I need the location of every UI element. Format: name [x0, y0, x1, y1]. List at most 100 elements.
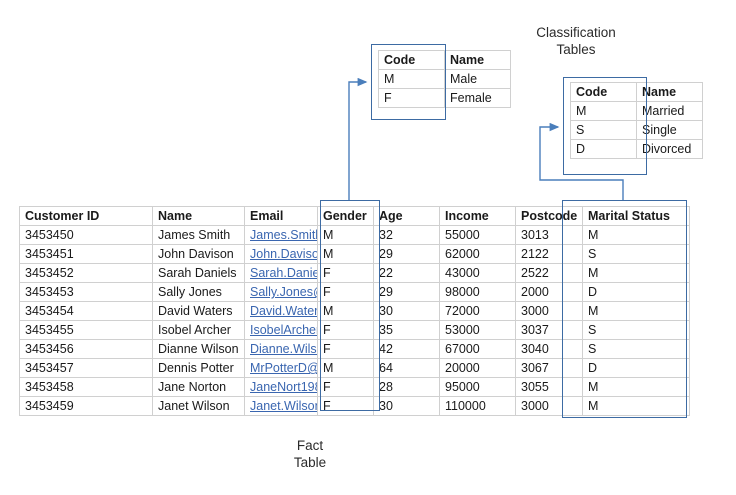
cell-customer-id: 3453456 — [19, 339, 153, 359]
cell-income: 67000 — [439, 339, 516, 359]
cell-code: S — [570, 120, 637, 140]
cell-name: Male — [444, 69, 511, 89]
cell-email[interactable]: Dianne.Wilson — [244, 339, 318, 359]
cell-marital-status: M — [582, 301, 690, 321]
cell-age: 35 — [373, 320, 440, 340]
column-header-marital-status: Marital Status — [582, 206, 690, 226]
cell-marital-status: M — [582, 225, 690, 245]
cell-name: Divorced — [636, 139, 703, 159]
cell-email[interactable]: James.Smith@ — [244, 225, 318, 245]
cell-email[interactable]: JaneNort1987 — [244, 377, 318, 397]
column-header-name: Name — [444, 50, 511, 70]
cell-customer-id: 3453459 — [19, 396, 153, 416]
cell-email[interactable]: MrPotterD@o — [244, 358, 318, 378]
cell-name: Isobel Archer — [152, 320, 245, 340]
cell-name: John Davison — [152, 244, 245, 264]
column-header-gender: Gender — [317, 206, 374, 226]
cell-postcode: 3000 — [515, 301, 583, 321]
cell-customer-id: 3453455 — [19, 320, 153, 340]
cell-income: 53000 — [439, 320, 516, 340]
cell-age: 22 — [373, 263, 440, 283]
table-header-row: Code Name — [378, 50, 511, 70]
cell-name: Sarah Daniels — [152, 263, 245, 283]
fact-table: Customer ID Name Email Gender Age Income… — [19, 206, 690, 416]
cell-customer-id: 3453451 — [19, 244, 153, 264]
cell-email[interactable]: Sarah.Daniels — [244, 263, 318, 283]
cell-gender: M — [317, 358, 374, 378]
cell-code: M — [378, 69, 445, 89]
cell-income: 62000 — [439, 244, 516, 264]
cell-income: 55000 — [439, 225, 516, 245]
column-header-name: Name — [636, 82, 703, 102]
cell-postcode: 2122 — [515, 244, 583, 264]
cell-age: 28 — [373, 377, 440, 397]
cell-age: 42 — [373, 339, 440, 359]
cell-age: 30 — [373, 396, 440, 416]
column-header-age: Age — [373, 206, 440, 226]
cell-customer-id: 3453453 — [19, 282, 153, 302]
cell-name: Janet Wilson — [152, 396, 245, 416]
cell-code: D — [570, 139, 637, 159]
cell-name: James Smith — [152, 225, 245, 245]
cell-marital-status: D — [582, 358, 690, 378]
fact-table-label: Fact Table — [293, 438, 327, 470]
cell-email[interactable]: Sally.Jones@g — [244, 282, 318, 302]
cell-customer-id: 3453450 — [19, 225, 153, 245]
cell-name: David Waters — [152, 301, 245, 321]
cell-age: 30 — [373, 301, 440, 321]
column-header-email: Email — [244, 206, 318, 226]
cell-postcode: 3013 — [515, 225, 583, 245]
cell-email[interactable]: David.Waters — [244, 301, 318, 321]
cell-gender: F — [317, 377, 374, 397]
table-row: M Married — [570, 101, 703, 121]
cell-marital-status: M — [582, 263, 690, 283]
table-row: D Divorced — [570, 139, 703, 159]
table-header-row: Customer ID Name Email Gender Age Income… — [19, 206, 690, 226]
column-header-postcode: Postcode — [515, 206, 583, 226]
cell-gender: F — [317, 339, 374, 359]
column-header-income: Income — [439, 206, 516, 226]
cell-name: Jane Norton — [152, 377, 245, 397]
cell-name: Single — [636, 120, 703, 140]
cell-postcode: 3037 — [515, 320, 583, 340]
cell-income: 43000 — [439, 263, 516, 283]
cell-name: Dennis Potter — [152, 358, 245, 378]
cell-customer-id: 3453454 — [19, 301, 153, 321]
cell-income: 95000 — [439, 377, 516, 397]
cell-postcode: 3055 — [515, 377, 583, 397]
classification-tables-label: Classification Tables — [536, 25, 616, 57]
cell-email[interactable]: Janet.Wilsong — [244, 396, 318, 416]
cell-email[interactable]: John.Davison — [244, 244, 318, 264]
cell-marital-status: M — [582, 396, 690, 416]
column-header-customer-id: Customer ID — [19, 206, 153, 226]
table-row: F Female — [378, 88, 511, 108]
column-header-code: Code — [378, 50, 445, 70]
marital-classification-table: Code Name M Married S Single D Divorced — [570, 82, 703, 159]
cell-marital-status: D — [582, 282, 690, 302]
cell-marital-status: S — [582, 339, 690, 359]
cell-name: Female — [444, 88, 511, 108]
cell-name: Married — [636, 101, 703, 121]
table-row: S Single — [570, 120, 703, 140]
cell-marital-status: S — [582, 320, 690, 340]
cell-gender: M — [317, 301, 374, 321]
cell-postcode: 2000 — [515, 282, 583, 302]
cell-age: 29 — [373, 282, 440, 302]
cell-name: Sally Jones — [152, 282, 245, 302]
cell-marital-status: M — [582, 377, 690, 397]
cell-age: 64 — [373, 358, 440, 378]
column-header-name: Name — [152, 206, 245, 226]
cell-customer-id: 3453452 — [19, 263, 153, 283]
cell-customer-id: 3453457 — [19, 358, 153, 378]
cell-income: 98000 — [439, 282, 516, 302]
